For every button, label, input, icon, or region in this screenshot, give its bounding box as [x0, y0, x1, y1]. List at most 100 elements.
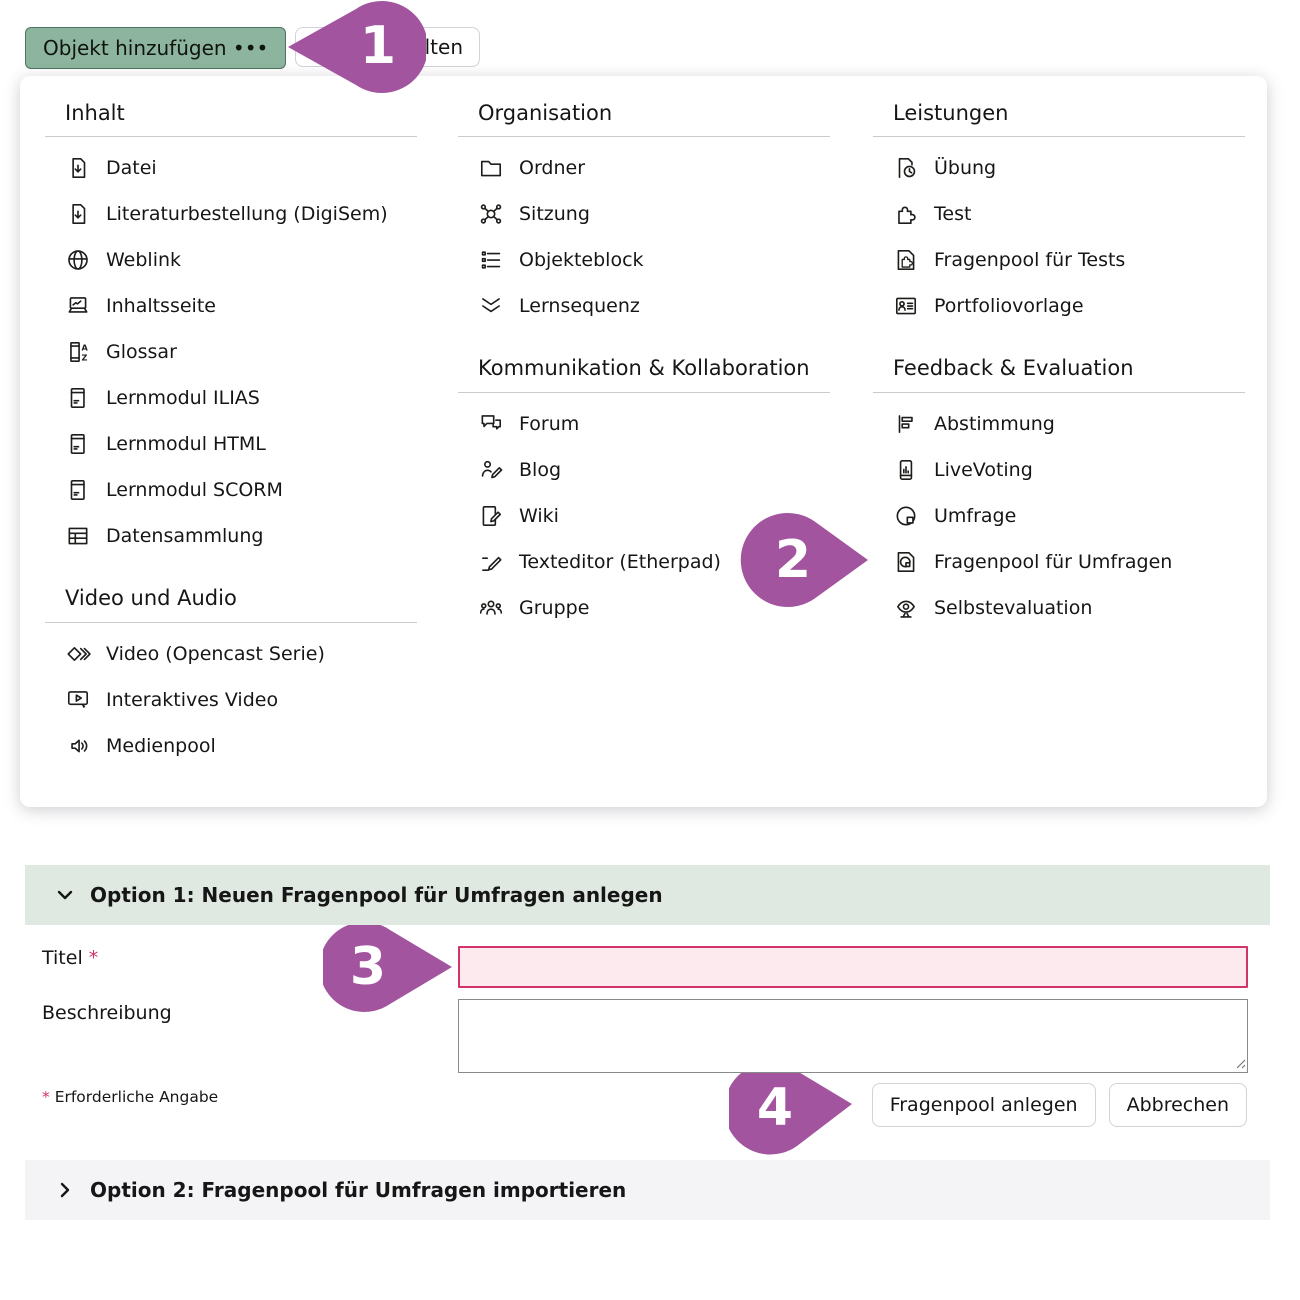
svg-text:Z: Z	[81, 353, 87, 363]
interactive-video-icon	[65, 687, 91, 713]
menu-item-label: LiveVoting	[934, 458, 1033, 481]
required-asterisk: *	[88, 947, 99, 969]
self-evaluation-icon	[893, 595, 919, 621]
menu-item-label: Blog	[519, 458, 561, 481]
content-page-icon	[65, 293, 91, 319]
titel-input[interactable]	[458, 946, 1248, 988]
textarea-resize-grip[interactable]	[1233, 1056, 1246, 1069]
menu-item[interactable]: Weblink	[45, 237, 417, 283]
menu-item[interactable]: Datei	[45, 145, 417, 191]
callout-number: 3	[349, 937, 387, 997]
menu-section-title: Inhalt	[45, 100, 417, 138]
menu-item[interactable]: Selbstevaluation	[873, 585, 1245, 631]
menu-item-label: Abstimmung	[934, 412, 1055, 435]
menu-item[interactable]: Objekteblock	[458, 237, 830, 283]
globe-icon	[65, 247, 91, 273]
menu-item[interactable]: Fragenpool für Tests	[873, 237, 1245, 283]
beschreibung-label: Beschreibung	[42, 1002, 172, 1024]
menu-item-label: Glossar	[106, 341, 177, 364]
callout-number: 4	[756, 1078, 794, 1138]
menu-item[interactable]: Sitzung	[458, 191, 830, 237]
menu-item-label: Objekteblock	[519, 249, 644, 272]
puzzle-icon	[893, 201, 919, 227]
menu-item[interactable]: Gruppe	[458, 585, 830, 631]
menu-item-label: Video (Opencast Serie)	[106, 642, 325, 665]
menu-item[interactable]: Abstimmung	[873, 401, 1245, 447]
folder-icon	[478, 155, 504, 181]
etherpad-icon	[478, 549, 504, 575]
chevron-right-icon	[60, 1182, 70, 1198]
menu-item-label: Umfrage	[934, 504, 1017, 527]
menu-item-label: Inhaltsseite	[106, 295, 216, 318]
menu-item-label: Ordner	[519, 157, 586, 180]
callout-teardrop-right	[323, 922, 452, 1012]
menu-section-title: Leistungen	[873, 100, 1245, 138]
menu-item[interactable]: Texteditor (Etherpad)	[458, 539, 830, 585]
menu-item-label: Literaturbestellung (DigiSem)	[106, 203, 388, 226]
menu-item-label: Forum	[519, 412, 580, 435]
question-pool-survey-icon	[893, 549, 919, 575]
forum-icon	[478, 411, 504, 437]
add-object-button[interactable]: Objekt hinzufügen •••	[25, 27, 287, 69]
menu-item-label: Weblink	[106, 249, 182, 272]
menu-item[interactable]: Video (Opencast Serie)	[45, 631, 417, 677]
menu-item[interactable]: Übung	[873, 145, 1245, 191]
cancel-button[interactable]: Abbrechen	[1108, 1083, 1247, 1127]
sequence-icon	[478, 293, 504, 319]
menu-item[interactable]: Datensammlung	[45, 513, 417, 559]
create-question-pool-button[interactable]: Fragenpool anlegen	[871, 1083, 1096, 1127]
menu-item-label: Interaktives Video	[106, 688, 279, 711]
partially-hidden-button[interactable]: alten	[295, 27, 480, 67]
menu-item[interactable]: Fragenpool für Umfragen	[873, 539, 1245, 585]
menu-item-label: Lernsequenz	[519, 295, 640, 318]
menu-item[interactable]: Ordner	[458, 145, 830, 191]
svg-text:A: A	[81, 343, 88, 353]
menu-section-title: Feedback & Evaluation	[873, 355, 1245, 393]
menu-item[interactable]: Lernmodul SCORM	[45, 467, 417, 513]
option1-accordion-header[interactable]: Option 1: Neuen Fragenpool für Umfragen …	[25, 865, 1270, 925]
menu-item[interactable]: Lernmodul ILIAS	[45, 375, 417, 421]
menu-item-label: Datei	[106, 157, 157, 180]
menu-item[interactable]: Forum	[458, 401, 830, 447]
menu-item[interactable]: Portfoliovorlage	[873, 283, 1245, 329]
menu-item[interactable]: Wiki	[458, 493, 830, 539]
poll-icon	[893, 411, 919, 437]
session-icon	[478, 201, 504, 227]
titel-label: Titel *	[42, 947, 99, 969]
menu-item-label: Lernmodul ILIAS	[106, 387, 260, 410]
callout-3: 3	[323, 921, 453, 1013]
menu-item[interactable]: Interaktives Video	[45, 677, 417, 723]
menu-item[interactable]: Umfrage	[873, 493, 1245, 539]
menu-item[interactable]: Lernmodul HTML	[45, 421, 417, 467]
menu-item[interactable]: Inhaltsseite	[45, 283, 417, 329]
option1-title: Option 1: Neuen Fragenpool für Umfragen …	[90, 883, 663, 907]
menu-item[interactable]: Medienpool	[45, 723, 417, 769]
mediapool-icon	[65, 733, 91, 759]
option2-accordion-header[interactable]: Option 2: Fragenpool für Umfragen import…	[25, 1160, 1270, 1220]
menu-item[interactable]: Literaturbestellung (DigiSem)	[45, 191, 417, 237]
menu-item-label: Datensammlung	[106, 525, 264, 548]
menu-item-label: Lernmodul HTML	[106, 433, 266, 456]
menu-item[interactable]: Lernsequenz	[458, 283, 830, 329]
learning-module-icon	[65, 385, 91, 411]
menu-item-label: Medienpool	[106, 734, 216, 757]
beschreibung-textarea[interactable]	[458, 999, 1248, 1073]
group-icon	[478, 595, 504, 621]
menu-item-label: Texteditor (Etherpad)	[519, 550, 721, 573]
menu-item[interactable]: Blog	[458, 447, 830, 493]
menu-item[interactable]: LiveVoting	[873, 447, 1245, 493]
question-pool-test-icon	[893, 247, 919, 273]
menu-item[interactable]: Test	[873, 191, 1245, 237]
